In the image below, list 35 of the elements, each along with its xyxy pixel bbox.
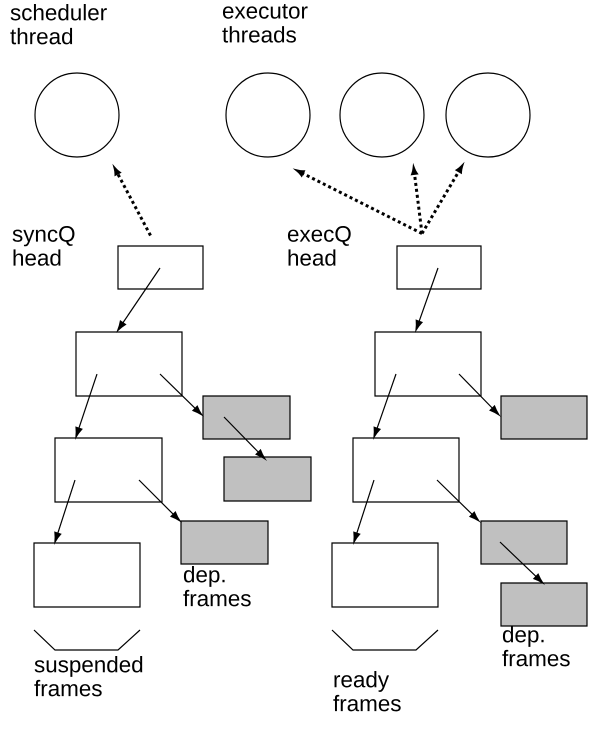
frame-box (500, 395, 588, 440)
group-label: suspended frames (34, 656, 142, 696)
thread-circle (225, 72, 311, 158)
arrow (138, 480, 180, 522)
frame-box (500, 582, 588, 627)
frame-box (202, 395, 291, 440)
arrow (117, 268, 160, 332)
arrow (160, 374, 202, 416)
arrow (373, 374, 397, 438)
frame-box (33, 542, 141, 608)
arrow (75, 374, 98, 438)
arrow (458, 374, 500, 416)
queue-label: execQ head (288, 226, 351, 266)
frame-box (480, 520, 568, 565)
arrow (500, 542, 544, 584)
frame-box (374, 331, 482, 397)
frame-box (180, 520, 269, 565)
arrow (224, 416, 266, 460)
group-label: ready frames (333, 671, 401, 712)
frame-box (75, 331, 183, 397)
arrow (436, 480, 480, 522)
arrow (415, 268, 439, 331)
thread-label: scheduler thread (10, 4, 107, 44)
group-label: executor threads (222, 4, 308, 43)
arrow (54, 480, 76, 543)
thread-circle (445, 72, 531, 158)
frame-box (223, 456, 312, 502)
frame-box (352, 437, 460, 503)
queue-label: syncQ head (12, 226, 74, 266)
arrow (353, 480, 375, 543)
frame-box (54, 437, 163, 503)
thread-circle (339, 72, 425, 158)
group-label: dep. frames (183, 566, 251, 606)
frame-box (331, 542, 439, 608)
group-label: dep. frames (502, 626, 570, 666)
